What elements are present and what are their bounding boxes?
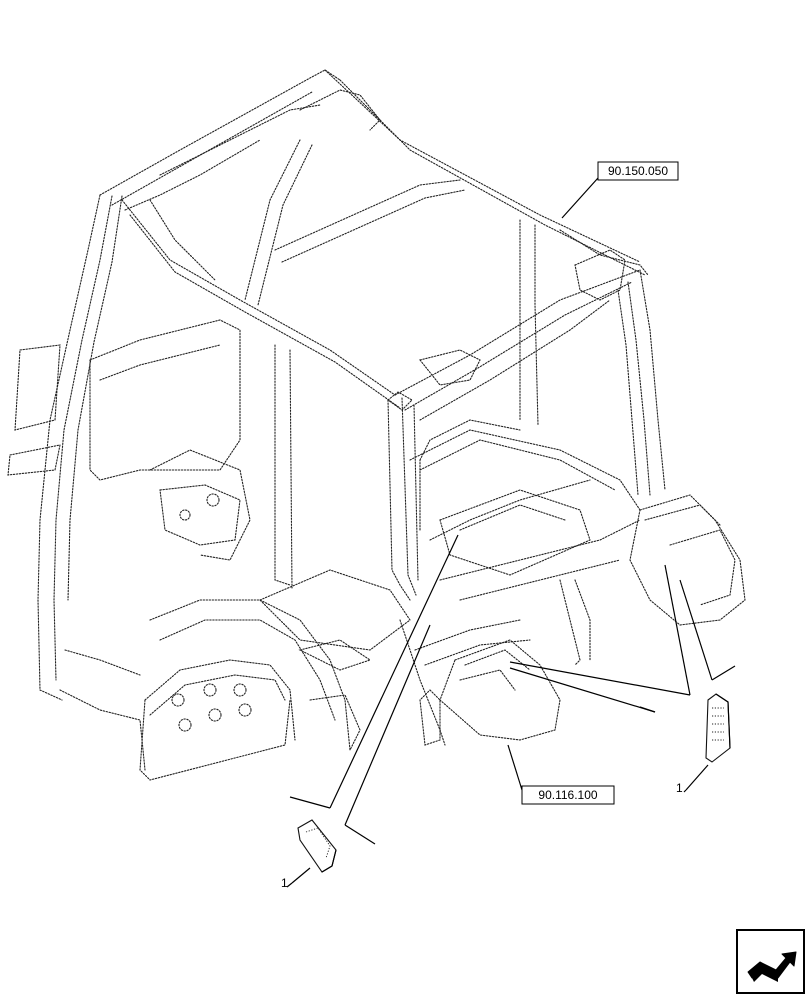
- part-item-1-left[interactable]: [297, 819, 337, 873]
- leader-line-right-lamp-a: [664, 564, 691, 696]
- leader-line-right-lamp-b-end: [711, 665, 736, 681]
- leader-line-right-part-b: [509, 667, 656, 713]
- callout-item-left: 1: [281, 876, 288, 890]
- reference-label-lower-text: 90.116.100: [538, 788, 597, 802]
- leader-line-left-part-b-end: [344, 824, 376, 845]
- reference-label-upper[interactable]: 90.150.050: [597, 161, 679, 181]
- leader-line-right-lamp-b: [679, 579, 713, 681]
- leader-line-left-part-a: [329, 534, 459, 809]
- cab-frame-illustration: [7, 69, 746, 781]
- leader-line-right-part-b-end: [639, 706, 656, 713]
- leader-line-callout-left: [291, 867, 311, 884]
- part-item-1-right[interactable]: [705, 693, 731, 763]
- leader-line-upper-ref: [561, 177, 599, 219]
- reference-label-lower[interactable]: 90.116.100: [521, 785, 615, 805]
- leader-line-left-part-a-end: [289, 796, 331, 809]
- next-page-arrow-icon[interactable]: [736, 929, 805, 994]
- leader-line-callout-right: [685, 764, 709, 791]
- leader-lines: [289, 177, 736, 884]
- reference-label-upper-text: 90.150.050: [608, 164, 668, 178]
- leader-line-left-part-b: [344, 624, 431, 826]
- leader-line-right-part-a: [509, 661, 691, 696]
- leader-line-lower-ref: [507, 744, 523, 791]
- callout-item-right: 1: [676, 781, 683, 795]
